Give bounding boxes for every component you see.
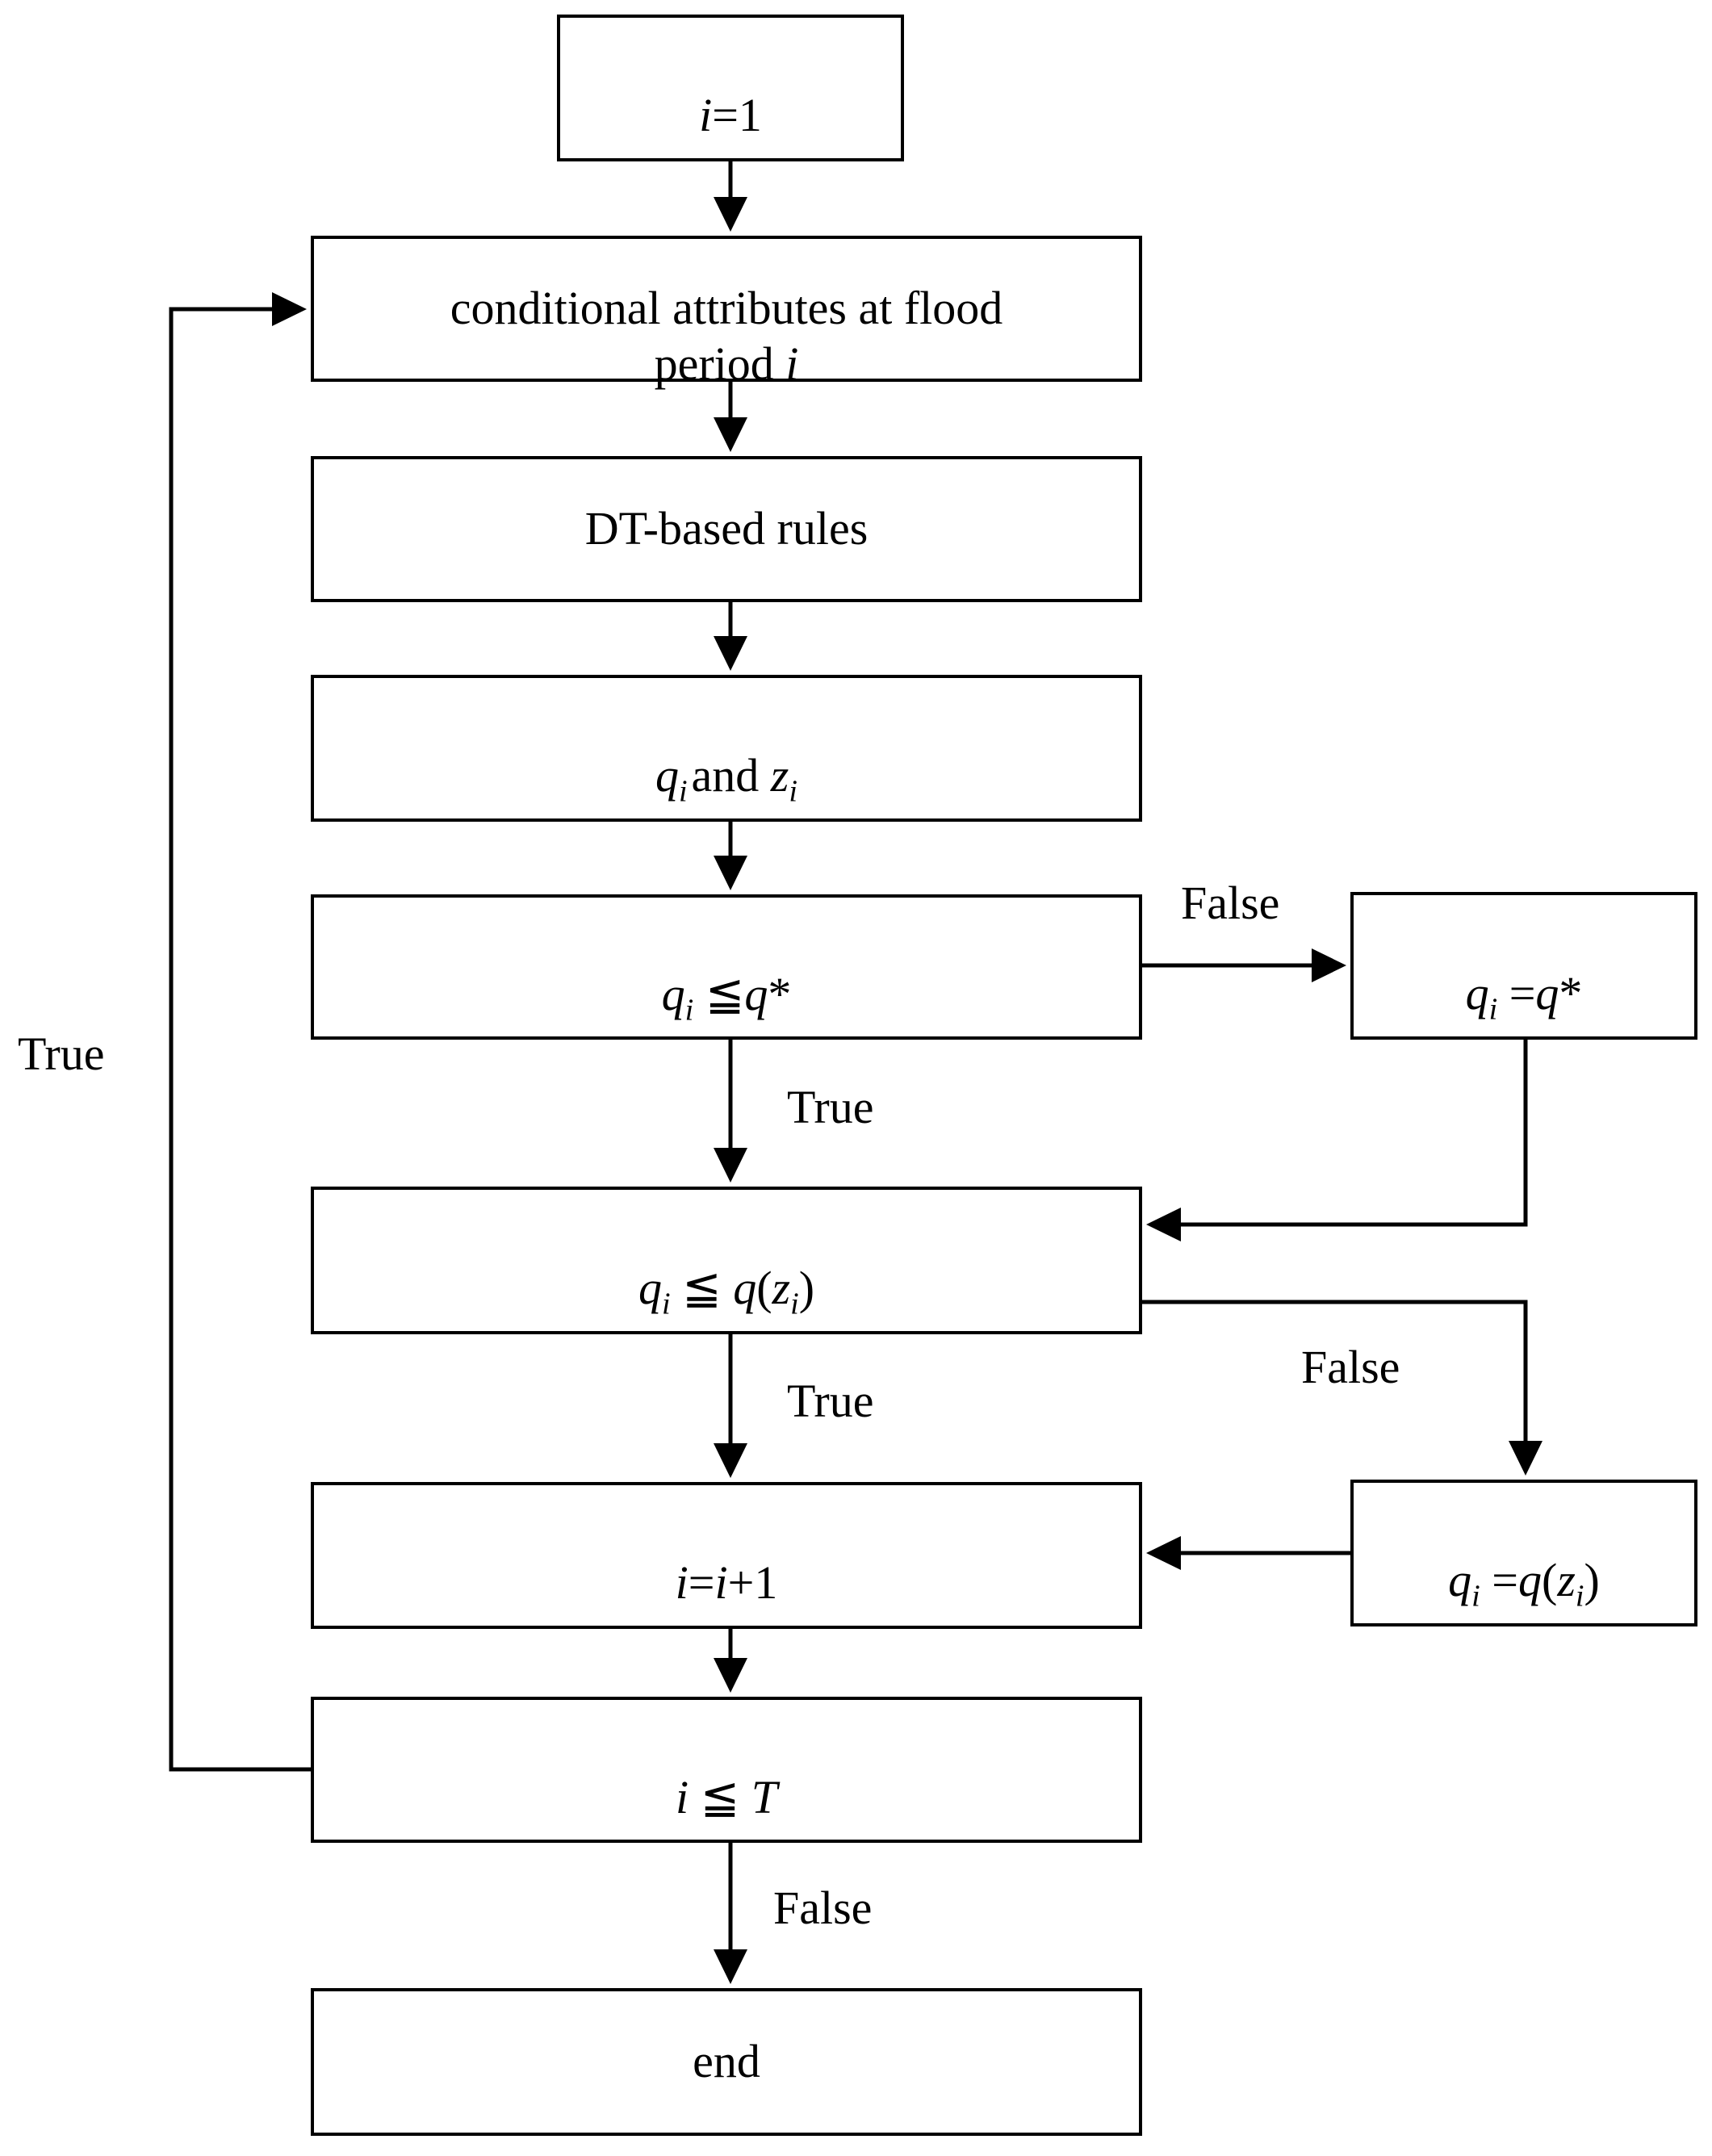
node-increment-i-label: i=i+1 bbox=[675, 1556, 778, 1609]
edge-label-qz-false: False bbox=[1301, 1341, 1400, 1393]
node-check-q-leq-qstar-label: qi ≦q* bbox=[661, 968, 792, 1028]
node-set-q-eq-qz[interactable]: qi =q(zi) bbox=[1350, 1480, 1697, 1626]
edge-check-qz-to-set-qz-false bbox=[1142, 1300, 1542, 1476]
node-start[interactable]: i=1 bbox=[557, 15, 904, 161]
node-end[interactable]: end bbox=[311, 1988, 1142, 2136]
node-q-and-z-label: qi and zi bbox=[655, 749, 797, 809]
node-check-q-leq-qz-label: qi ≦ q(zi) bbox=[638, 1261, 815, 1321]
node-check-i-leq-T-label: i ≦ T bbox=[676, 1770, 777, 1823]
edge-check-t-to-attributes-true bbox=[169, 292, 311, 1772]
edge-set-qstar-to-check-qz bbox=[1145, 1040, 1528, 1241]
edge-label-qstar-true: True bbox=[787, 1081, 874, 1133]
edge-label-qstar-false: False bbox=[1181, 877, 1280, 929]
node-dt-based-rules[interactable]: DT-based rules bbox=[311, 456, 1142, 602]
node-q-and-z[interactable]: qi and zi bbox=[311, 675, 1142, 822]
node-check-q-leq-qz[interactable]: qi ≦ q(zi) bbox=[311, 1187, 1142, 1334]
edge-label-t-false: False bbox=[773, 1882, 873, 1934]
edge-label-qz-true: True bbox=[787, 1375, 874, 1427]
node-set-q-eq-qstar-label: qi =q* bbox=[1465, 966, 1583, 1027]
node-set-q-eq-qz-label: qi =q(zi) bbox=[1448, 1554, 1600, 1614]
node-check-q-leq-qstar[interactable]: qi ≦q* bbox=[311, 894, 1142, 1040]
node-increment-i[interactable]: i=i+1 bbox=[311, 1482, 1142, 1629]
node-end-label: end bbox=[693, 2035, 760, 2088]
edge-label-loop-true: True bbox=[18, 1028, 105, 1080]
node-start-label: i=1 bbox=[699, 89, 762, 141]
node-dt-based-rules-label: DT-based rules bbox=[584, 502, 869, 555]
node-set-q-eq-qstar[interactable]: qi =q* bbox=[1350, 892, 1697, 1040]
node-check-i-leq-T[interactable]: i ≦ T bbox=[311, 1697, 1142, 1843]
